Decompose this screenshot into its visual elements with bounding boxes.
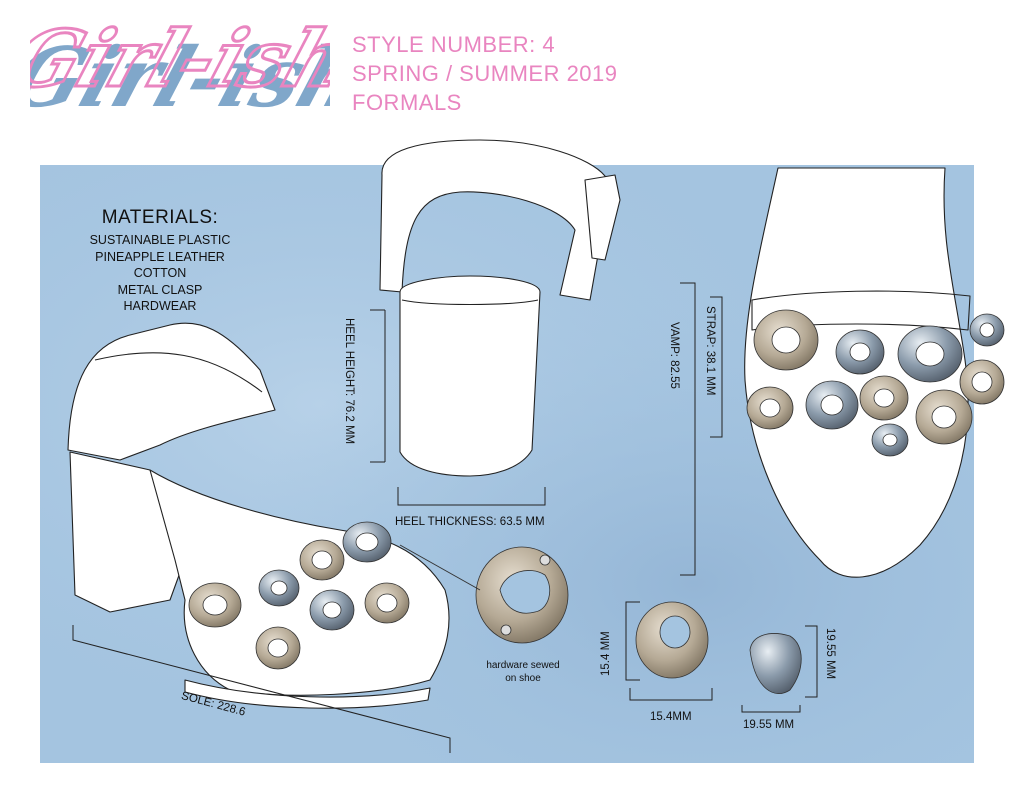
sole-dim	[72, 625, 451, 753]
strap-dim	[710, 296, 723, 438]
vamp-dim	[680, 282, 696, 576]
back-view-heel	[399, 275, 541, 477]
materials-title: MATERIALS:	[101, 207, 219, 228]
material-item: METAL CLASP	[117, 283, 203, 297]
stone-width-label: 19.55 MM	[743, 719, 795, 731]
ring-width-label: 15.4MM	[650, 711, 692, 723]
stone-height-label: 19.55 MM	[824, 628, 836, 680]
strap-label: STRAP: 38.1 MM	[704, 306, 716, 396]
heel-height-label: HEEL HEIGHT: 76.2 MM	[343, 318, 355, 445]
heel-thickness-dim	[397, 487, 546, 506]
svg-text:Girl-ish: Girl-ish	[30, 13, 330, 105]
season: SPRING / SUMMER 2019	[352, 61, 618, 86]
stone-height-dim	[805, 625, 818, 698]
ring-height-dim	[625, 601, 640, 681]
stone-width-dim	[741, 705, 801, 713]
back-view-strap	[379, 139, 613, 301]
vamp-label: VAMP: 82.55	[668, 322, 680, 389]
svg-text:Girl-ish: Girl-ish	[30, 29, 330, 125]
material-item: HARDWEAR	[123, 299, 197, 313]
heel-height-dim	[370, 309, 386, 463]
hardware-note: hardware sewed on shoe	[486, 660, 560, 684]
back-view-buckle	[584, 174, 621, 261]
brand-logo: Girl-ish Girl-ish	[30, 11, 330, 125]
style-number: STYLE NUMBER: 4	[352, 32, 556, 57]
material-item: SUSTAINABLE PLASTIC	[89, 233, 231, 247]
material-item: PINEAPPLE LEATHER	[95, 250, 225, 264]
category: FORMALS	[352, 90, 462, 115]
side-view-body	[149, 469, 450, 696]
side-view-strap	[67, 322, 276, 461]
ring-width-dim	[629, 688, 713, 701]
material-item: COTTON	[133, 266, 187, 280]
heel-thickness-label: HEEL THICKNESS: 63.5 MM	[395, 516, 545, 528]
ring-height-label: 15.4 MM	[600, 631, 612, 676]
